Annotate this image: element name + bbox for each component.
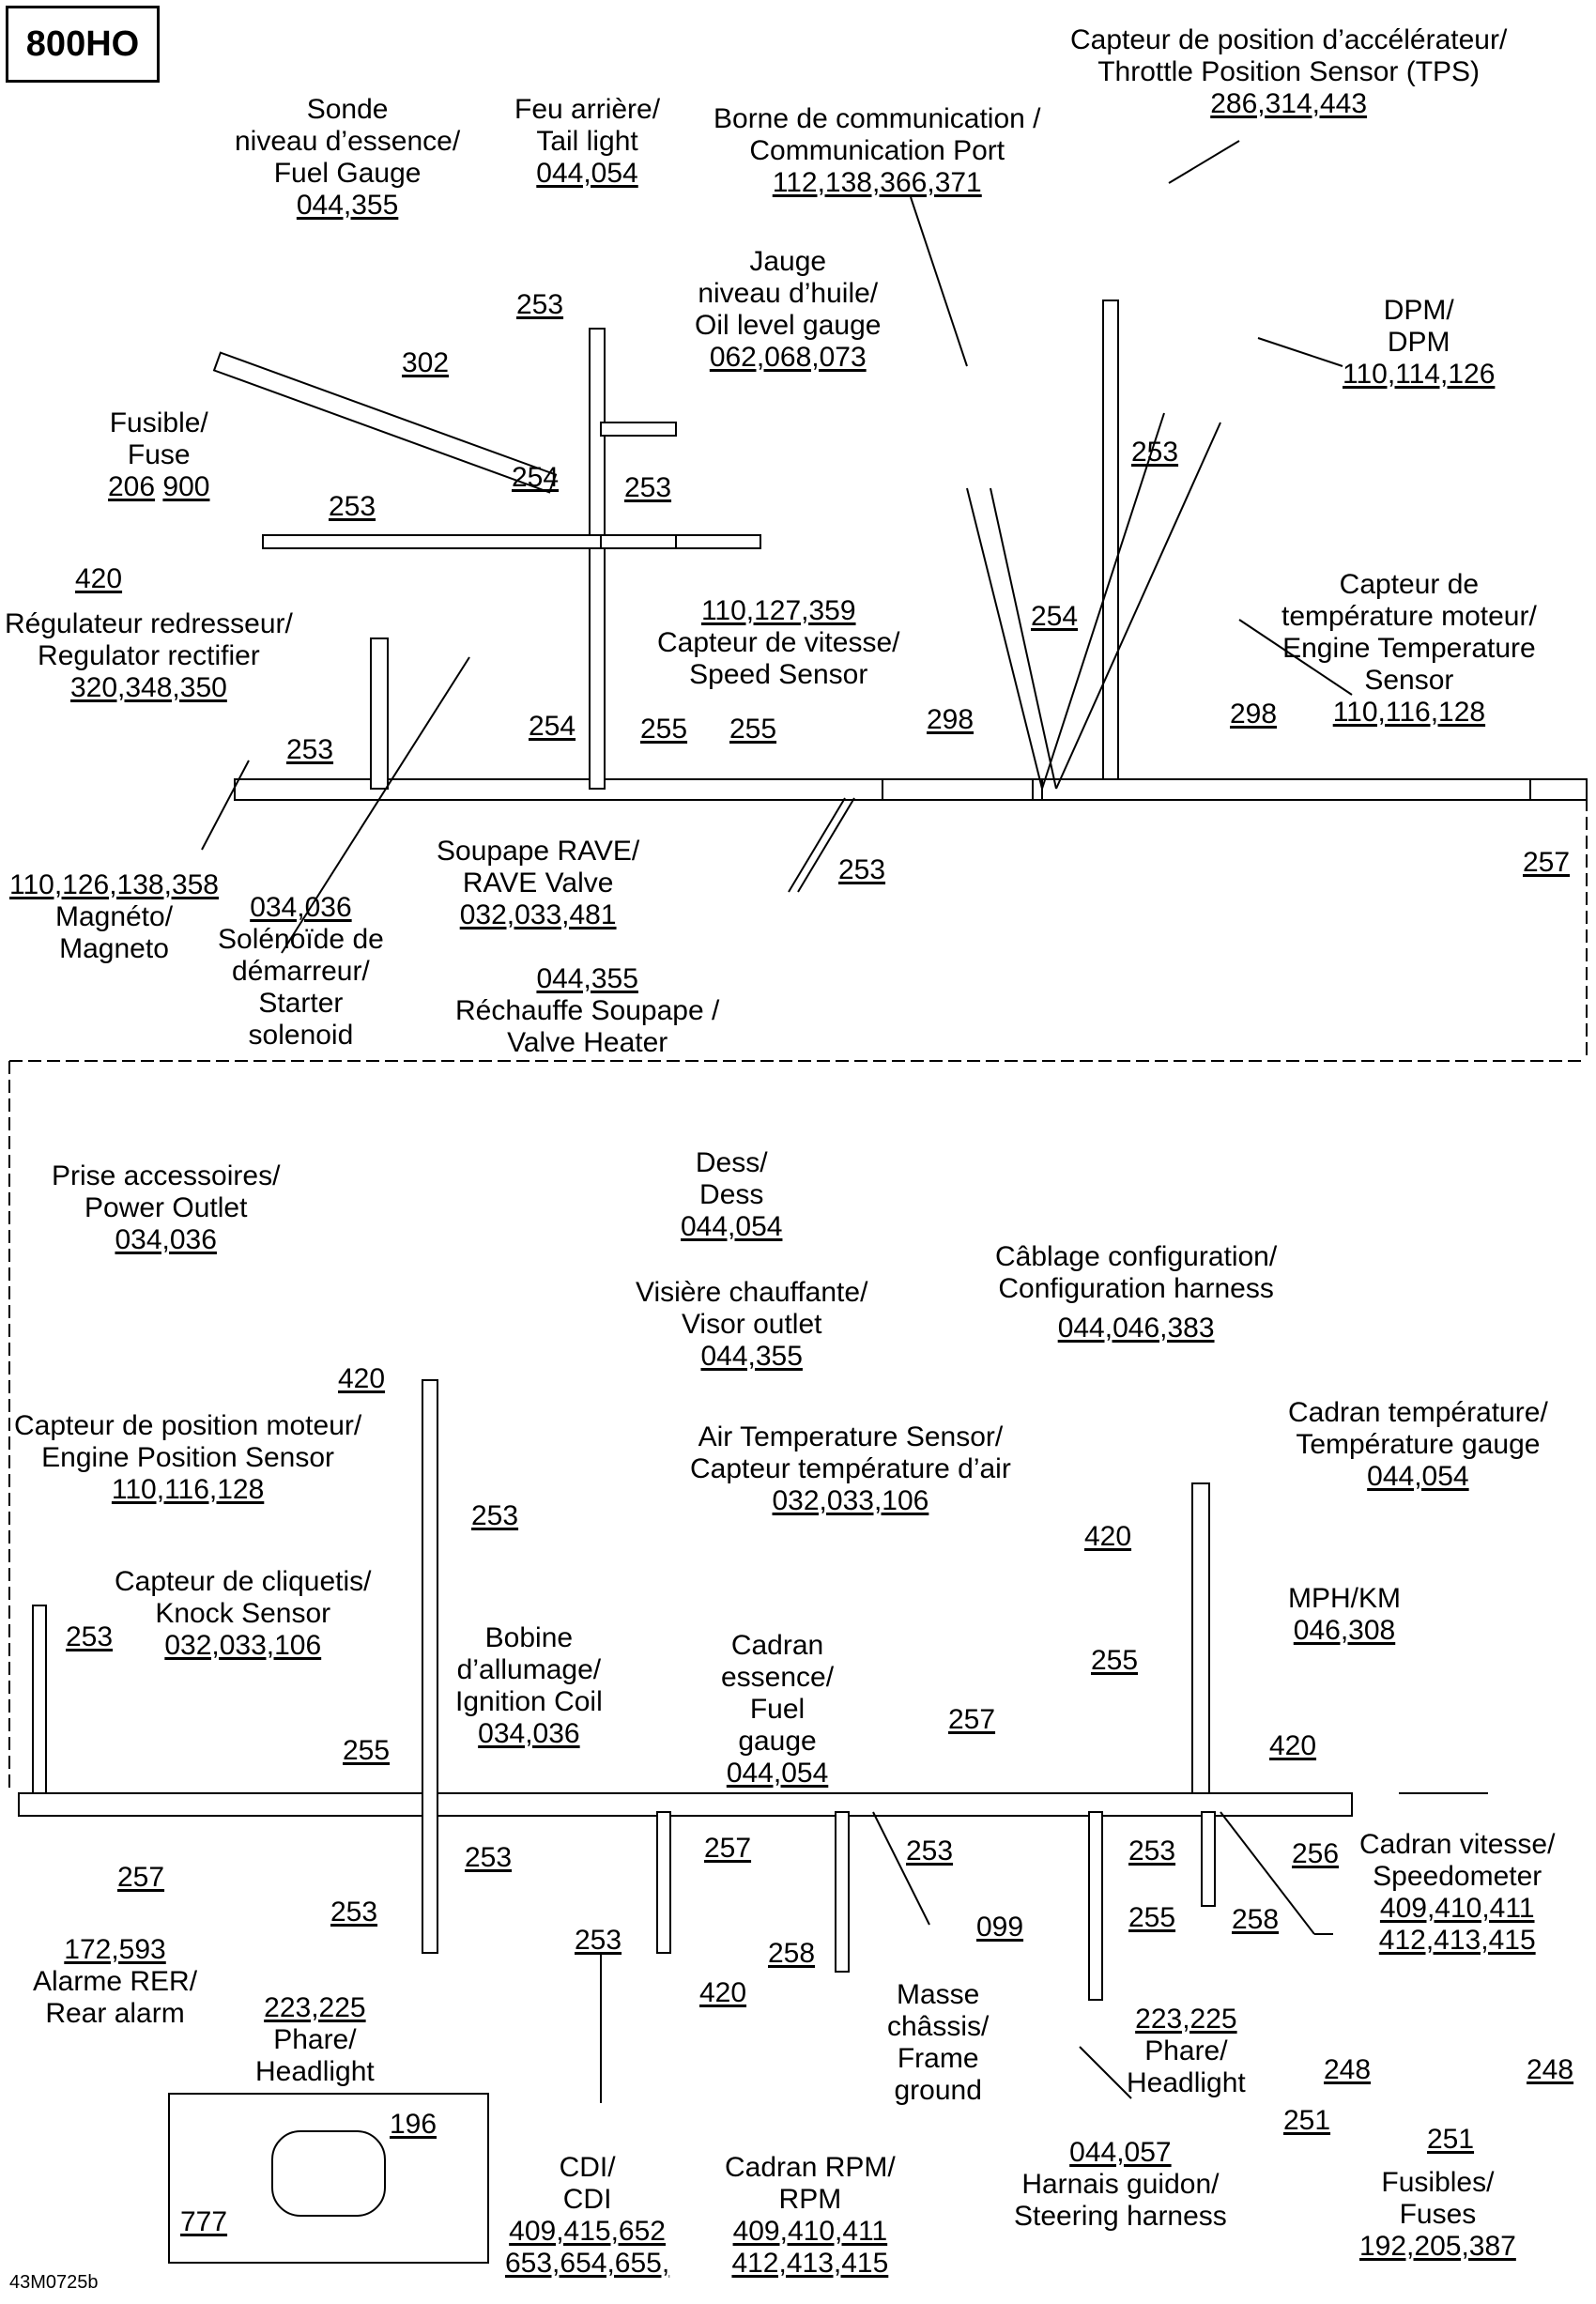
callout-253: 253 — [465, 1842, 513, 1873]
callout-196: 196 — [390, 2109, 437, 2140]
callout-255: 255 — [1091, 1645, 1139, 1676]
callout-253: 253 — [329, 491, 376, 522]
callout-253: 253 — [471, 1500, 519, 1531]
callout-258: 258 — [768, 1938, 816, 1969]
callout-420: 420 — [1084, 1521, 1132, 1552]
callout-255: 255 — [1128, 1902, 1176, 1933]
tps-harness — [1102, 300, 1119, 780]
callout-254: 254 — [1031, 601, 1079, 632]
regulator-label: Régulateur redresseur/Regulator rectifie… — [5, 608, 293, 703]
callout-254: 254 — [512, 462, 560, 493]
callout-253: 253 — [575, 1925, 622, 1956]
callout-258: 258 — [1232, 1904, 1280, 1935]
callout-251: 251 — [1427, 2124, 1475, 2155]
callout-255: 255 — [343, 1735, 391, 1766]
air-temp-label: Air Temperature Sensor/Capteur températu… — [690, 1421, 1011, 1516]
engine-position-label: Capteur de position moteur/Engine Positi… — [14, 1410, 362, 1505]
tail-branch-harness — [589, 328, 606, 790]
config-harness-label: Câblage configuration/Configuration harn… — [995, 1241, 1278, 1344]
callout-302: 302 — [402, 347, 450, 378]
callout-253: 253 — [906, 1836, 954, 1866]
tps-label: Capteur de position d’accélérateur/Throt… — [1070, 24, 1508, 119]
callout-257: 257 — [117, 1862, 165, 1893]
callout-253: 253 — [516, 289, 564, 320]
callout-253: 253 — [286, 734, 334, 765]
callout-253: 253 — [66, 1621, 114, 1652]
fuse-label: Fusible/Fuse 206 900 — [108, 407, 210, 502]
model-title: 800HO — [6, 6, 160, 83]
callout-251: 251 — [1283, 2105, 1331, 2136]
callout-253: 253 — [1128, 1836, 1176, 1866]
frame-ground-parts: 099 — [976, 1912, 1024, 1943]
callout-257: 257 — [1523, 847, 1571, 878]
callout-253: 253 — [1131, 437, 1179, 468]
callout-420: 420 — [699, 1977, 747, 2008]
fuse-harness — [262, 534, 761, 549]
callout-253: 253 — [624, 472, 672, 503]
callout-254: 254 — [529, 711, 576, 742]
figure-code: 43M0725b — [9, 2272, 99, 2293]
callout-255: 255 — [729, 714, 777, 745]
callout-248: 248 — [1527, 2054, 1574, 2085]
callout-298: 298 — [1230, 699, 1278, 730]
callout-420: 420 — [75, 563, 123, 594]
callout-256: 256 — [1292, 1838, 1340, 1869]
callout-420: 420 — [338, 1363, 386, 1394]
lower-main-harness — [18, 1792, 1353, 1817]
comm-port-label: Borne de communication /Communication Po… — [714, 103, 1041, 198]
callout-253: 253 — [838, 854, 886, 885]
callout-257: 257 — [948, 1704, 996, 1735]
callout-420: 420 — [1269, 1730, 1317, 1761]
callout-298: 298 — [927, 704, 974, 735]
callout-257: 257 — [704, 1833, 752, 1864]
callout-777: 777 — [180, 2206, 228, 2237]
callout-253: 253 — [330, 1897, 378, 1928]
callout-255: 255 — [640, 714, 688, 745]
callout-248: 248 — [1324, 2054, 1372, 2085]
